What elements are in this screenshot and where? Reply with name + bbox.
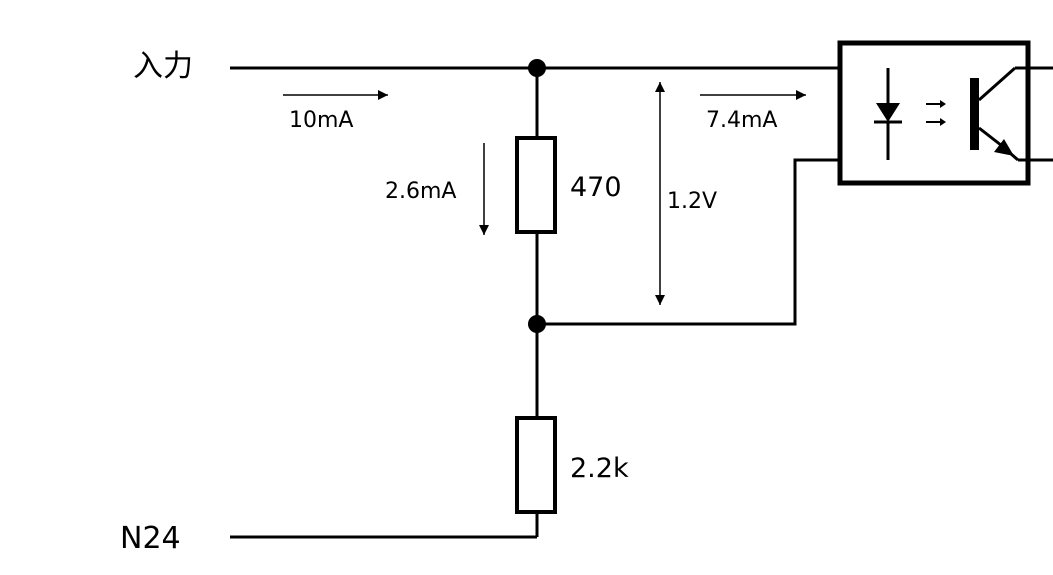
led-diode-icon — [874, 68, 902, 160]
optocoupler-body — [837, 40, 1031, 186]
input-terminal-label: 入力 — [133, 49, 193, 84]
r2-value-label: 2.2k — [570, 453, 629, 484]
junction-middle — [528, 315, 546, 333]
input-current-label: 10mA — [289, 108, 353, 133]
led-current-label: 7.4mA — [706, 108, 777, 133]
optocoupler-icon — [837, 40, 1053, 186]
r1-value-label: 470 — [570, 172, 622, 203]
resistor-r2 — [515, 416, 557, 514]
resistor-current-label: 2.6mA — [385, 179, 456, 204]
junction-top — [528, 59, 546, 77]
led-voltage-label: 1.2V — [667, 189, 717, 214]
light-emission-arrows-icon — [926, 100, 946, 126]
resistor-r1 — [515, 136, 557, 234]
phototransistor-icon — [970, 66, 1053, 162]
ground-terminal-label: N24 — [120, 521, 181, 556]
